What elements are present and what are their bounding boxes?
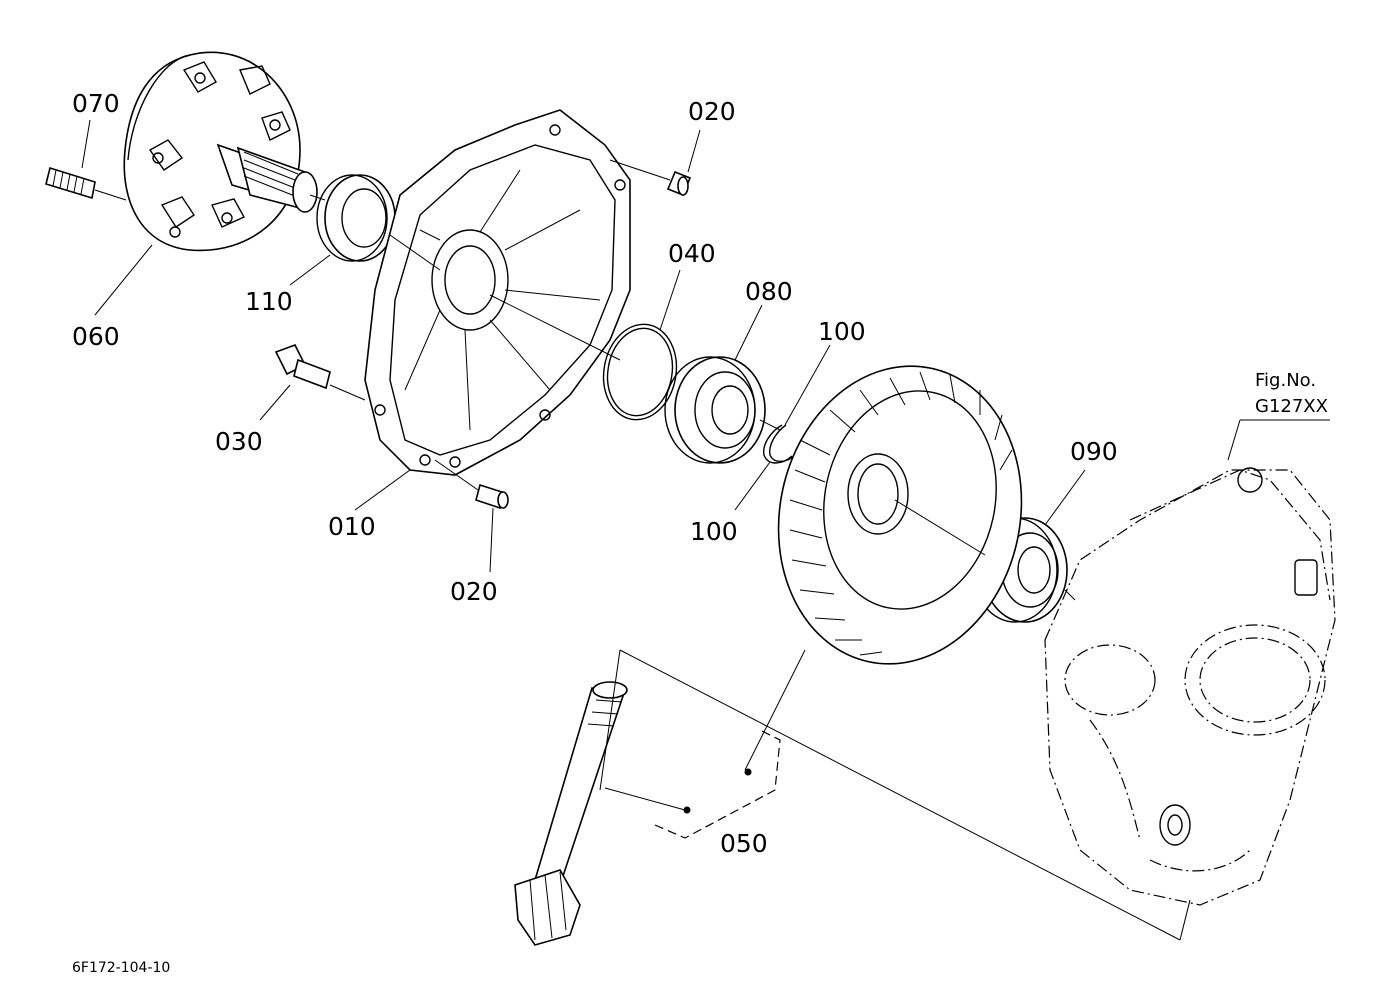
callout-080: 080 xyxy=(745,277,793,306)
callout-010: 010 xyxy=(328,512,376,541)
gearbox-housing-ghost xyxy=(1044,467,1336,906)
fig-no-value: G127XX xyxy=(1255,396,1328,417)
callout-050: 050 xyxy=(720,829,768,858)
part-100-circlip xyxy=(763,424,797,464)
callout-020-top: 020 xyxy=(688,97,736,126)
callout-040: 040 xyxy=(668,239,716,268)
part-110-seal xyxy=(316,174,396,262)
callout-100-bottom: 100 xyxy=(690,517,738,546)
part-020-pin-top xyxy=(666,170,692,197)
callout-labels: 070 060 110 030 010 020 020 040 080 100 … xyxy=(72,89,1328,976)
callout-020-bottom: 020 xyxy=(450,577,498,606)
callout-030: 030 xyxy=(215,427,263,456)
callout-100-top: 100 xyxy=(818,317,866,346)
part-050-pinion-shaft xyxy=(514,681,628,946)
part-050-bevel-gear xyxy=(777,365,1023,665)
part-080-bearing xyxy=(664,356,766,464)
callout-110: 110 xyxy=(245,287,293,316)
callout-070: 070 xyxy=(72,89,120,118)
drawing-code: 6F172-104-10 xyxy=(72,960,170,976)
part-070-stud xyxy=(45,166,96,200)
part-020-pin-bottom xyxy=(475,483,509,510)
part-030-bolt xyxy=(274,344,331,390)
part-060-flange xyxy=(123,51,318,252)
fig-no-label: Fig.No. xyxy=(1255,370,1316,391)
part-010-housing xyxy=(364,109,631,476)
part-040-oring xyxy=(602,323,678,421)
callout-060: 060 xyxy=(72,322,120,351)
callout-090: 090 xyxy=(1070,437,1118,466)
leader-lines xyxy=(81,119,1330,941)
